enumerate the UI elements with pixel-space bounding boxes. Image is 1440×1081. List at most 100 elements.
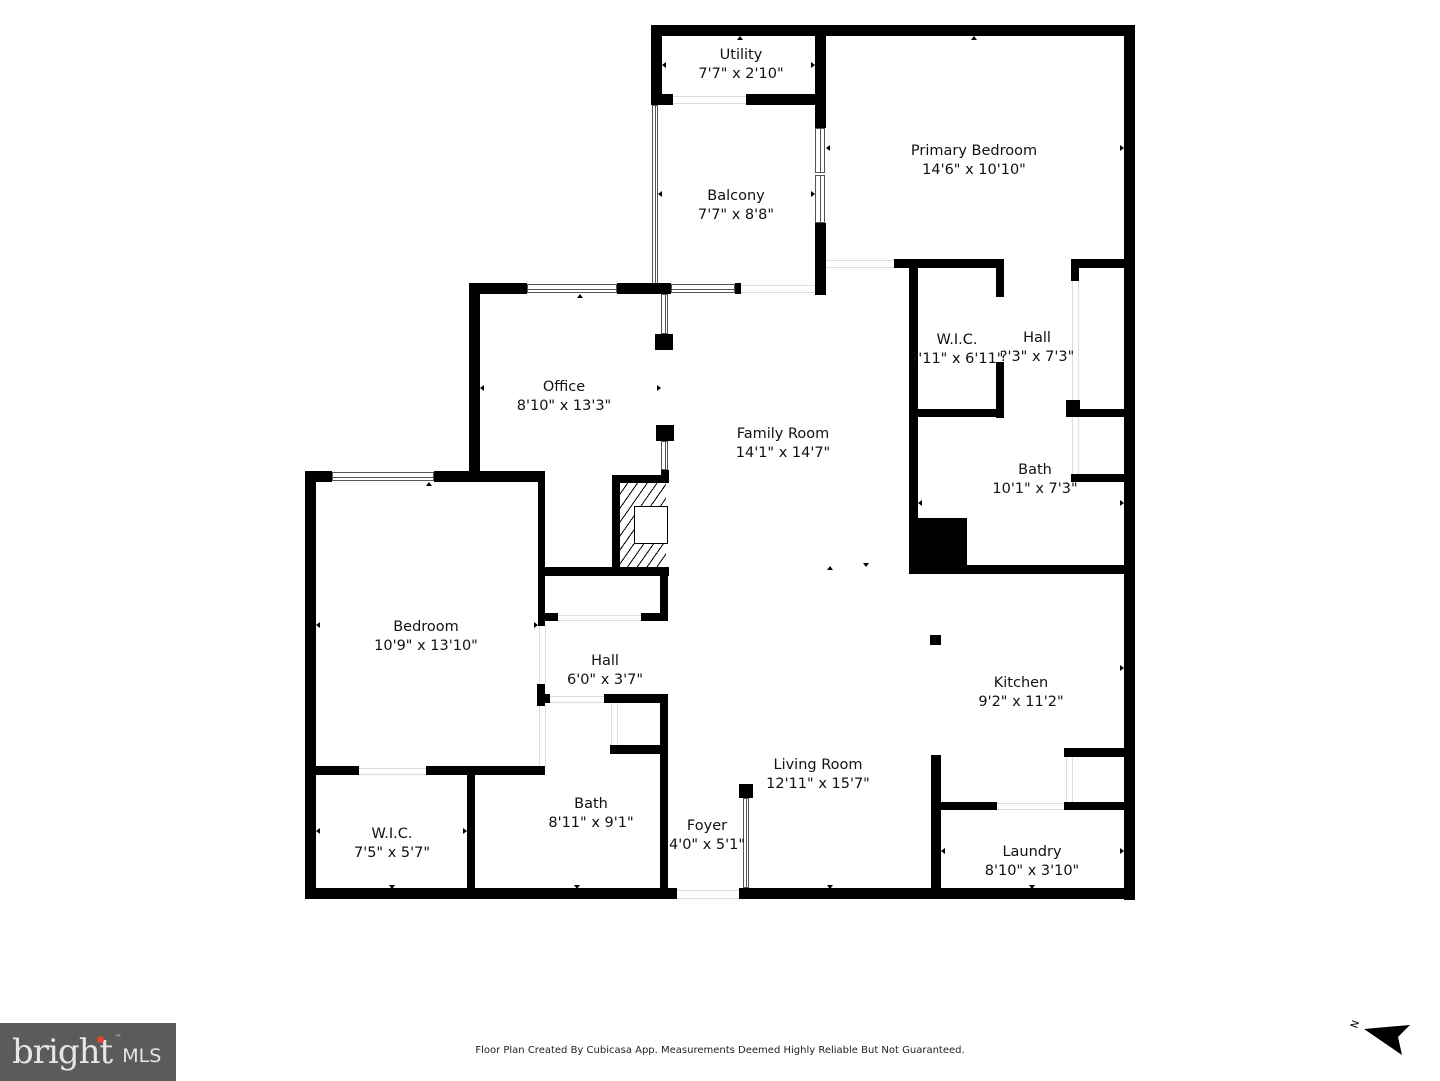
closet-door (611, 703, 618, 748)
wall (617, 283, 671, 294)
fireplace-firebox (634, 506, 668, 544)
dimension-tick (1120, 848, 1124, 854)
room-dims: 7'7" x 2'10" (698, 66, 784, 82)
room-hall: Hall 6'0" x 3'7" (567, 652, 643, 690)
wall (935, 802, 997, 810)
room-name: Family Room (736, 426, 830, 442)
wall (610, 745, 668, 754)
window (815, 128, 825, 173)
dimension-tick (1120, 145, 1124, 151)
room-name: W.I.C. (936, 332, 978, 348)
room-hall-primary: Hall ?'3" x 7'3" (1000, 329, 1074, 367)
disclaimer: Floor Plan Created By Cubicasa App. Meas… (475, 1045, 965, 1056)
dimension-tick (658, 191, 662, 197)
room-dims: ?'11" x 6'11" (910, 351, 1004, 367)
dimension-tick (941, 848, 945, 854)
room-dims: 9'2" x 11'2" (978, 694, 1064, 710)
column (655, 334, 673, 350)
wall (815, 223, 826, 295)
balcony-door (741, 285, 815, 293)
room-wic-primary: W.I.C. ?'11" x 6'11" (911, 331, 1004, 369)
room-wic: W.I.C. 7'5" x 5'7" (354, 825, 430, 863)
compass: N (1348, 1015, 1418, 1060)
logo-suffix: MLS (122, 1045, 162, 1067)
pantry-door (1066, 757, 1073, 802)
wall (909, 565, 1135, 574)
closet-door (558, 615, 641, 621)
wall (735, 283, 741, 294)
wall (1071, 259, 1079, 281)
dimension-tick (389, 885, 395, 889)
bedroom-door (539, 626, 546, 684)
room-utility: Utility 7'7" x 2'10" (698, 46, 783, 84)
dimension-tick (534, 622, 538, 628)
room-name: Foyer (686, 818, 728, 834)
room-name: Hall (1023, 330, 1051, 346)
dimension-tick (316, 828, 320, 834)
room-name: Primary Bedroom (910, 143, 1038, 159)
room-bath-primary: Bath 10'1" x 7'3" (992, 461, 1077, 499)
dimension-tick (574, 885, 580, 889)
window (815, 175, 825, 223)
primary-door (826, 260, 894, 268)
dimension-tick (826, 145, 830, 151)
wall (641, 613, 668, 621)
dimension-tick (662, 62, 666, 68)
wall (612, 475, 669, 483)
wall (996, 362, 1004, 418)
laundry-door (997, 803, 1064, 810)
room-name: Bedroom (393, 619, 459, 635)
closet-door (359, 768, 426, 775)
room-primary-bedroom: Primary Bedroom 14'6" x 10'10" (911, 142, 1037, 180)
shower-block (909, 518, 967, 574)
room-name: Office (542, 379, 586, 395)
dimension-tick (480, 385, 484, 391)
wall (909, 409, 1004, 417)
closet-door (1072, 417, 1079, 474)
room-bath: Bath 8'11" x 9'1" (548, 795, 633, 833)
utility-door (673, 96, 746, 104)
room-living-room: Living Room 12'11" x 15'7" (766, 756, 870, 794)
room-name: Hall (591, 653, 619, 669)
dimension-tick (1120, 665, 1124, 671)
room-dims: ?'3" x 7'3" (999, 349, 1075, 365)
wall (651, 94, 673, 105)
room-name: W.I.C. (371, 826, 413, 842)
dimension-tick (426, 482, 432, 486)
wall (434, 471, 544, 482)
window (671, 284, 735, 293)
dimension-tick (657, 385, 661, 391)
room-name: Bath (1018, 462, 1052, 478)
wall (1064, 802, 1135, 810)
wall (1064, 748, 1135, 757)
bath-door (539, 706, 546, 766)
room-dims: 14'6" x 10'10" (922, 162, 1026, 178)
wall (305, 888, 677, 899)
wall (538, 567, 669, 576)
wall (426, 766, 545, 775)
room-laundry: Laundry 8'10" x 3'10" (985, 843, 1079, 881)
room-office: Office 8'10" x 13'3" (517, 378, 611, 416)
bright-mls-logo: bright ™ MLS (0, 1023, 176, 1081)
wall (651, 25, 1135, 36)
room-foyer: Foyer 4'0" x 5'1" (669, 817, 745, 855)
dimension-tick (827, 885, 833, 889)
room-name: Living Room (773, 757, 863, 773)
dimension-tick (1029, 885, 1035, 889)
room-dims: 12'11" x 15'7" (766, 776, 870, 792)
room-dims: 7'5" x 5'7" (353, 845, 431, 861)
room-dims: 10'9" x 13'10" (374, 638, 478, 654)
window (332, 472, 434, 481)
room-name: Laundry (1002, 844, 1062, 860)
wall (996, 259, 1004, 297)
wall (660, 694, 668, 899)
wall (469, 283, 480, 480)
wall (815, 105, 826, 128)
partition (743, 798, 749, 888)
bath-door (550, 696, 604, 703)
dimension-tick (463, 828, 467, 834)
wall (815, 25, 826, 109)
room-dims: 14'1" x 14'7" (735, 445, 831, 461)
wall (538, 471, 545, 626)
room-name: Bath (574, 796, 608, 812)
